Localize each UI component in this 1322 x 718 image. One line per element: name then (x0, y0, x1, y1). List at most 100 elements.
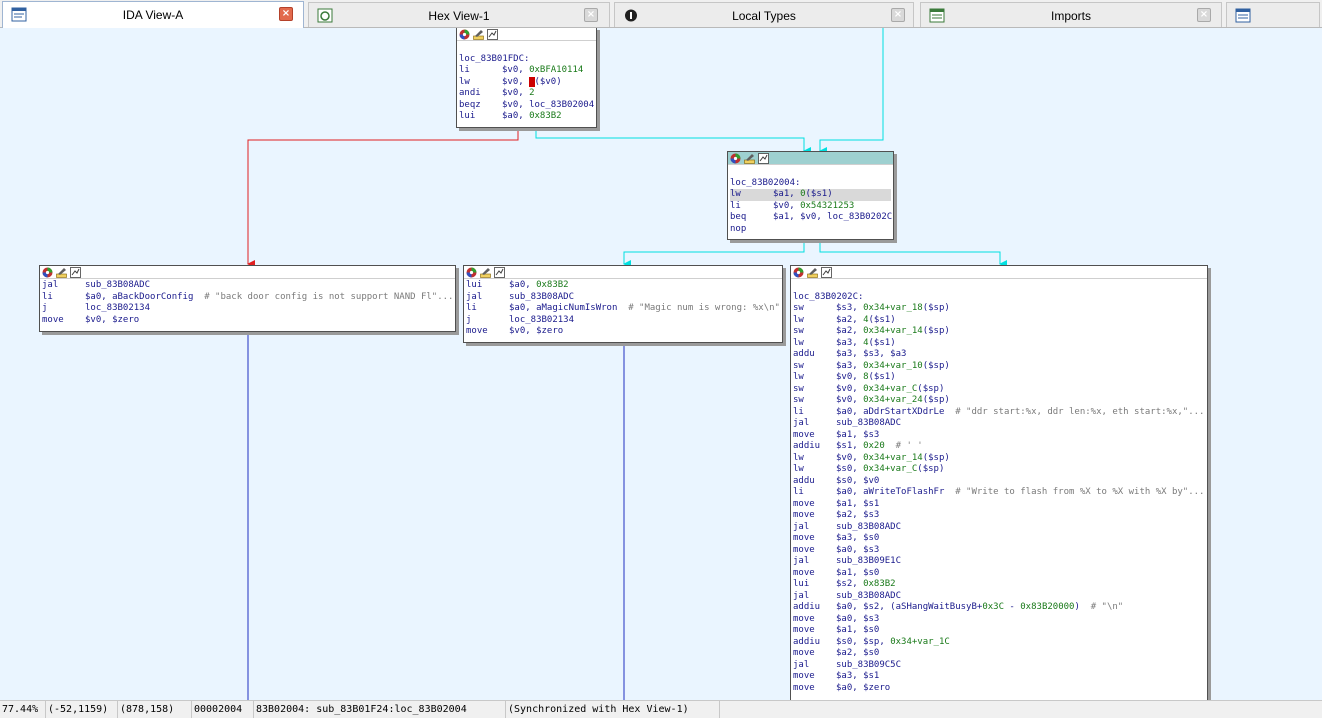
code-line[interactable]: addu$a3, $s3, $a3 (793, 349, 1205, 361)
code-line[interactable]: addiu$s1, 0x20 # ' ' (793, 441, 1205, 453)
tab-ida-view-a[interactable]: IDA View-A × (2, 1, 304, 28)
code-line[interactable]: addu$s0, $v0 (793, 476, 1205, 488)
code-line[interactable]: lw$a1, 0($s1) (730, 189, 891, 201)
code-line[interactable]: move$a1, $s0 (793, 625, 1205, 637)
close-icon[interactable]: × (891, 8, 905, 22)
rename-icon[interactable] (473, 29, 484, 40)
graph-node[interactable]: loc_83B02004:lw$a1, 0($s1)li$v0, 0x54321… (727, 151, 894, 240)
code-line[interactable] (459, 42, 594, 54)
operands: $a3, $s3, $a3 (836, 349, 907, 359)
code-line[interactable]: lw$s0, 0x34+var_C($sp) (793, 464, 1205, 476)
graph-overview-icon[interactable] (494, 267, 505, 278)
sync-status: (Synchronized with Hex View-1) (506, 701, 720, 718)
code-line[interactable]: addiu$a0, $s2, (aSHangWaitBusyB+0x3C - 0… (793, 602, 1205, 614)
code-line[interactable]: li$a0, aDdrStartXDdrLe # "ddr start:%x, … (793, 407, 1205, 419)
code-line[interactable]: li$a0, aMagicNumIsWron # "Magic num is w… (466, 303, 780, 315)
code-line[interactable] (793, 280, 1205, 292)
code-line[interactable]: li$v0, 0xBFA10114 (459, 65, 594, 77)
code-line[interactable]: andi$v0, 2 (459, 88, 594, 100)
code-line[interactable]: move$a3, $s0 (793, 533, 1205, 545)
node-color-icon[interactable] (459, 29, 470, 40)
code-line[interactable]: move$a0, $zero (793, 683, 1205, 695)
code-line[interactable]: lw$v0, 0($v0) (459, 76, 594, 89)
code-line[interactable]: sw$s3, 0x34+var_18($sp) (793, 303, 1205, 315)
code-line[interactable]: loc_83B01FDC: (459, 54, 594, 66)
code-line[interactable]: move$a0, $s3 (793, 614, 1205, 626)
code-line[interactable]: beqz$v0, loc_83B02004 (459, 100, 594, 112)
mnemonic: move (793, 544, 815, 555)
code-line[interactable]: move$a3, $s1 (793, 671, 1205, 683)
close-icon[interactable]: × (584, 8, 598, 22)
close-icon[interactable]: × (1197, 8, 1211, 22)
code-line[interactable]: lw$a2, 4($s1) (793, 315, 1205, 327)
code-line[interactable]: move$a2, $s0 (793, 648, 1205, 660)
code-line[interactable]: move$a2, $s3 (793, 510, 1205, 522)
code-line[interactable]: lw$v0, 0x34+var_14($sp) (793, 453, 1205, 465)
code-line[interactable]: move$a1, $s0 (793, 568, 1205, 580)
node-color-icon[interactable] (730, 153, 741, 164)
graph-overview-icon[interactable] (70, 267, 81, 278)
mnemonic: jal (793, 556, 810, 566)
code-line[interactable]: lui$s2, 0x83B2 (793, 579, 1205, 591)
rename-icon[interactable] (744, 153, 755, 164)
code-line[interactable]: move$v0, $zero (466, 326, 780, 338)
close-icon[interactable]: × (279, 7, 293, 21)
node-color-icon[interactable] (466, 267, 477, 278)
code-label: loc_83B01FDC: (459, 53, 530, 64)
code-line[interactable]: lw$v0, 8($s1) (793, 372, 1205, 384)
graph-overview-icon[interactable] (758, 153, 769, 164)
mnemonic: lui (459, 111, 476, 121)
current-location: 83B02004: sub_83B01F24:loc_83B02004 (254, 701, 506, 718)
operands: sub_83B08ADC (836, 521, 902, 532)
rename-icon[interactable] (480, 267, 491, 278)
code-line[interactable]: beq$a1, $v0, loc_83B0202C (730, 212, 892, 224)
tab-local-types[interactable]: Local Types × (614, 2, 914, 27)
code-line[interactable]: loc_83B0202C: (793, 292, 1205, 304)
graph-overview-icon[interactable] (487, 29, 498, 40)
graph-overview-icon[interactable] (821, 267, 832, 278)
operands: $v0, 0x34+var_C($sp) (836, 383, 945, 394)
mnemonic: addiu (793, 602, 821, 612)
code-line[interactable]: nop (730, 224, 891, 236)
node-color-icon[interactable] (793, 267, 804, 278)
code-line[interactable]: move$a1, $s1 (793, 499, 1205, 511)
code-line[interactable]: sw$v0, 0x34+var_C($sp) (793, 384, 1205, 396)
rename-icon[interactable] (807, 267, 818, 278)
code-line[interactable]: addiu$s0, $sp, 0x34+var_1C (793, 637, 1205, 649)
tab-imports[interactable]: Imports × (920, 2, 1222, 27)
code-line[interactable]: sw$a2, 0x34+var_14($sp) (793, 326, 1205, 338)
code-line[interactable]: loc_83B02004: (730, 178, 891, 190)
graph-node[interactable]: loc_83B0202C:sw$s3, 0x34+var_18($sp)lw$a… (790, 265, 1208, 700)
graph-edges (247, 28, 1007, 700)
tab-exports[interactable] (1226, 2, 1320, 27)
code-line[interactable]: move$a0, $s3 (793, 545, 1205, 557)
code-line[interactable]: sw$v0, 0x34+var_24($sp) (793, 395, 1205, 407)
rename-icon[interactable] (56, 267, 67, 278)
node-color-icon[interactable] (42, 267, 53, 278)
code-line[interactable]: li$a0, aWriteToFlashFr # "Write to flash… (793, 487, 1205, 499)
code-line[interactable]: lui$a0, 0x83B2 (459, 111, 594, 123)
code-line[interactable]: lui$a0, 0x83B2 (466, 280, 780, 292)
code-line[interactable]: li$v0, 0x54321253 (730, 201, 891, 213)
code-line[interactable]: move$v0, $zero (42, 315, 453, 327)
code-line[interactable]: li$a0, aBackDoorConfig # "back door conf… (42, 292, 453, 304)
code-line[interactable] (730, 166, 891, 178)
code-line[interactable]: move$a1, $s3 (793, 430, 1205, 442)
tab-hex-view-1[interactable]: Hex View-1 × (308, 2, 610, 27)
code-line[interactable]: lw$a3, 4($s1) (793, 338, 1205, 350)
code-line[interactable]: sw$a3, 0x34+var_10($sp) (793, 361, 1205, 373)
